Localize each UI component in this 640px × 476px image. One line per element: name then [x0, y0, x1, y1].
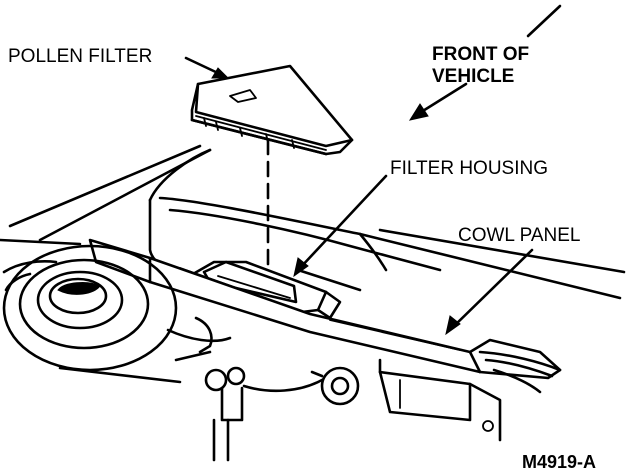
label-filter-housing: FILTER HOUSING — [390, 158, 548, 179]
label-cowl-panel: COWL PANEL — [458, 225, 580, 246]
vehicle-body — [0, 144, 626, 300]
leader-filter-housing — [293, 174, 388, 278]
figure-code: M4919-A — [522, 452, 596, 472]
pollen-filter — [190, 64, 354, 156]
leader-cowl-panel — [445, 248, 534, 336]
front-of-vehicle-arrow — [408, 4, 562, 121]
label-front-of-vehicle-line1: FRONT OF — [432, 44, 529, 65]
leader-pollen-filter — [184, 56, 230, 79]
label-front-of-vehicle-line2: VEHICLE — [432, 66, 514, 87]
label-pollen-filter: POLLEN FILTER — [8, 46, 152, 67]
strut-tower — [2, 244, 232, 384]
cowl-panel — [88, 238, 562, 394]
lower-components — [194, 316, 502, 462]
